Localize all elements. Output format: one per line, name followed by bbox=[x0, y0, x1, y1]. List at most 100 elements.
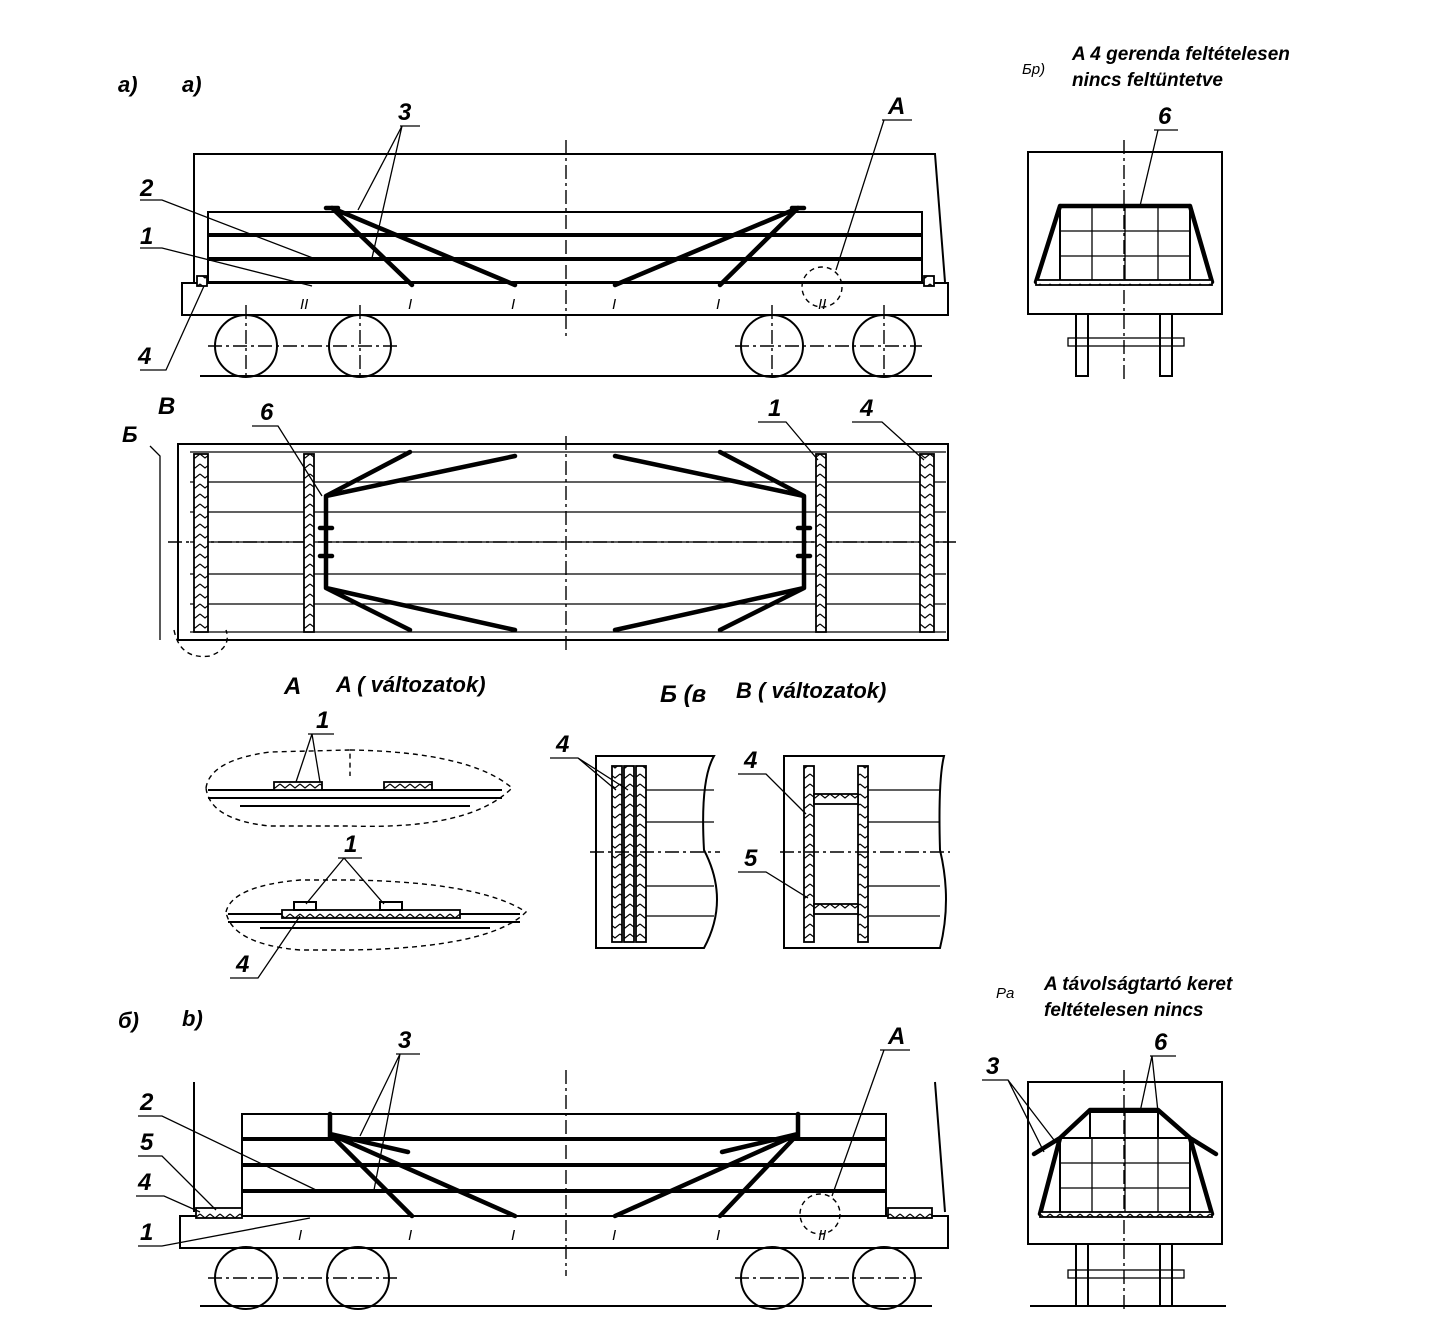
leader-A bbox=[835, 119, 912, 271]
plan-leader-6 bbox=[252, 425, 323, 497]
end-stop-left bbox=[196, 275, 208, 287]
plan-tie-marks bbox=[317, 525, 813, 559]
view-a-cyr-label: а) bbox=[118, 72, 138, 97]
detailA-bottom-pad-2 bbox=[379, 901, 403, 911]
b-diagonal-ties bbox=[327, 1111, 801, 1219]
detailA-top-contour bbox=[205, 749, 514, 828]
detailB-right-stop-1 bbox=[803, 765, 815, 943]
b-support-I-1: I bbox=[408, 1227, 412, 1244]
detailA-top-lines bbox=[208, 789, 502, 807]
detailA-pos-1b: 1 bbox=[344, 831, 357, 858]
detail-B-circle bbox=[173, 629, 228, 658]
support-I-2: I bbox=[511, 296, 515, 313]
detailB-right-pos-4: 4 bbox=[743, 747, 757, 774]
leader-2 bbox=[140, 199, 319, 261]
view-B-arrow bbox=[149, 445, 161, 640]
plan-ties bbox=[323, 449, 807, 633]
ra-load-stack bbox=[1059, 1111, 1191, 1215]
b-leader-2 bbox=[138, 1115, 317, 1191]
support-I-1: I bbox=[408, 296, 412, 313]
b-wheelset-left bbox=[208, 1246, 398, 1310]
plan-pos-1-label: 1 bbox=[768, 395, 781, 422]
ra-leader-6 bbox=[1139, 1055, 1176, 1113]
b-beam-2 bbox=[241, 1139, 887, 1165]
support-I-3: I bbox=[612, 296, 616, 313]
end-floor bbox=[1035, 279, 1213, 286]
view-B-cyr-label: Б bbox=[122, 422, 138, 447]
stop-left bbox=[193, 453, 209, 633]
leader-3 bbox=[357, 125, 420, 259]
beam-middle bbox=[207, 235, 923, 259]
ra-leader-3 bbox=[982, 1079, 1055, 1153]
view-a-label: a) bbox=[182, 72, 202, 97]
ra-end-floor bbox=[1039, 1211, 1213, 1218]
detail-A-circle bbox=[801, 266, 843, 308]
detailB-right-leader-4 bbox=[738, 773, 807, 815]
b-pos-3-label: 3 bbox=[398, 1027, 412, 1054]
plan-leader-1 bbox=[758, 421, 819, 461]
b-pos-1-label: 1 bbox=[140, 1219, 153, 1246]
pos-1-label: 1 bbox=[140, 223, 153, 250]
detail-A-title: A ( változatok) bbox=[335, 672, 486, 697]
end-ties bbox=[1033, 203, 1215, 285]
detailA-bottom-stop bbox=[281, 909, 461, 919]
beam-bottom bbox=[207, 259, 923, 283]
beam-top bbox=[207, 211, 923, 235]
view-b-end: Ра A távolságtartó keret feltételesen ni… bbox=[982, 974, 1233, 1310]
ra-note-line2: feltételesen nincs bbox=[1044, 1000, 1203, 1021]
end-wheelset bbox=[1067, 313, 1185, 377]
wheelset-left bbox=[208, 305, 400, 380]
ba-note-line1: A 4 gerenda feltételesen bbox=[1071, 44, 1290, 65]
b-stop-left bbox=[195, 1207, 243, 1219]
leader-4 bbox=[140, 285, 205, 371]
b-support-I-4: I bbox=[716, 1227, 720, 1244]
support-I-4: I bbox=[716, 296, 720, 313]
b-leader-1 bbox=[138, 1217, 311, 1247]
end-wall-outline bbox=[1027, 151, 1223, 315]
detailB-right-pos-5: 5 bbox=[744, 845, 758, 872]
b-leader-4 bbox=[136, 1195, 201, 1213]
b-support-II-right: II bbox=[818, 1227, 826, 1244]
detailB-right-beams bbox=[868, 789, 940, 917]
b-beam-1 bbox=[241, 1113, 887, 1139]
ra-end-wall-outline bbox=[1027, 1081, 1223, 1245]
detailB-left-stop-2 bbox=[623, 765, 635, 943]
pos-6-label: 6 bbox=[1158, 103, 1172, 130]
pos-2-label: 2 bbox=[139, 175, 154, 202]
end-stop-right bbox=[923, 275, 935, 287]
b-pos-2-label: 2 bbox=[139, 1089, 154, 1116]
diagonal-ties bbox=[329, 205, 801, 288]
ra-pos-6-label: 6 bbox=[1154, 1029, 1168, 1056]
ra-end-wheelset bbox=[1067, 1243, 1185, 1307]
detail-A: A A ( változatok) 1 1 4 bbox=[205, 672, 528, 979]
b-leader-A bbox=[831, 1049, 910, 1197]
detailA-bottom-contour bbox=[225, 879, 528, 951]
view-b-side: б) b) I I I I I II 3 2 5 bbox=[118, 1006, 949, 1310]
ba-cyr-label: Бр) bbox=[1022, 61, 1045, 78]
detailB-left-outline bbox=[595, 755, 718, 949]
ra-pos-3-label: 3 bbox=[986, 1053, 1000, 1080]
ba-note-line2: nincs feltüntetve bbox=[1072, 70, 1223, 91]
plan-pos-4-label: 4 bbox=[859, 395, 873, 422]
detailB-left-stop-1 bbox=[611, 765, 623, 943]
wheelset-right bbox=[735, 305, 922, 380]
wagon-platform bbox=[181, 282, 949, 316]
detailB-right-spacer-bottom bbox=[813, 903, 859, 915]
b-stop-right bbox=[887, 1207, 933, 1219]
ra-note-line1: A távolságtartó keret bbox=[1043, 974, 1233, 995]
view-B-plan: B Б 6 1 4 bbox=[122, 393, 956, 658]
detail-B: Б (в B ( változatok) 4 4 5 bbox=[550, 678, 950, 949]
leader-6 bbox=[1139, 129, 1178, 207]
b-wagon-walls bbox=[193, 1081, 946, 1213]
view-a-side: а) a) I bbox=[118, 72, 949, 380]
support-II-left: II bbox=[300, 296, 308, 313]
detailA-pos-4: 4 bbox=[235, 951, 249, 978]
plan-leader-4 bbox=[852, 421, 925, 461]
b-pos-5-label: 5 bbox=[140, 1129, 154, 1156]
detailA-pos-1a: 1 bbox=[316, 707, 329, 734]
view-a-end: Бр) A 4 gerenda feltételesen nincs feltü… bbox=[1022, 44, 1290, 380]
b-support-I-left: I bbox=[298, 1227, 302, 1244]
load-stack bbox=[1059, 205, 1191, 283]
b-support-I-2: I bbox=[511, 1227, 515, 1244]
